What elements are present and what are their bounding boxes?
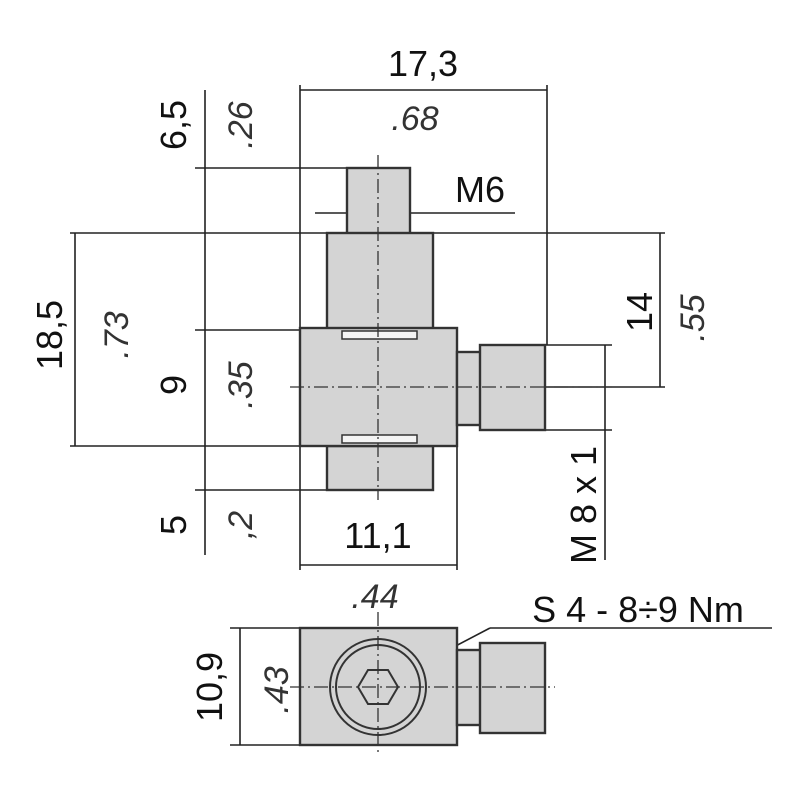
pin-height-inch: .26 <box>222 101 260 148</box>
stub-neck <box>455 350 483 427</box>
lower-shaft-inch: ,2 <box>222 511 260 539</box>
stub-thread-label: M 8 x 1 <box>563 446 604 564</box>
stub-offset-metric: 14 <box>619 292 660 332</box>
torque-note: S 4 - 8÷9 Nm <box>532 589 744 630</box>
shaft-height-metric: 18,5 <box>29 300 70 370</box>
overall-width-metric: 17,3 <box>388 43 458 84</box>
lower-shaft-metric: 5 <box>153 515 194 535</box>
body-height-inch: .35 <box>222 361 260 408</box>
m6-pin <box>345 166 412 237</box>
body-height-metric: 9 <box>153 375 194 395</box>
body-width-metric: 11,1 <box>344 515 411 556</box>
bottom-height-metric: 10,9 <box>189 652 230 722</box>
stub-offset-inch: .55 <box>674 294 712 341</box>
bottom-height-inch: .43 <box>258 666 296 713</box>
body-width-inch: .44 <box>351 578 398 616</box>
overall-width-inch: .68 <box>391 100 438 138</box>
pin-thread-label: M6 <box>455 169 505 210</box>
bottom-view-part <box>290 612 555 755</box>
pin-height-metric: 6,5 <box>153 100 194 150</box>
upper-shaft <box>325 231 435 332</box>
shaft-height-inch: .73 <box>98 311 136 358</box>
lower-shaft <box>325 444 435 492</box>
front-view-part <box>290 155 612 500</box>
